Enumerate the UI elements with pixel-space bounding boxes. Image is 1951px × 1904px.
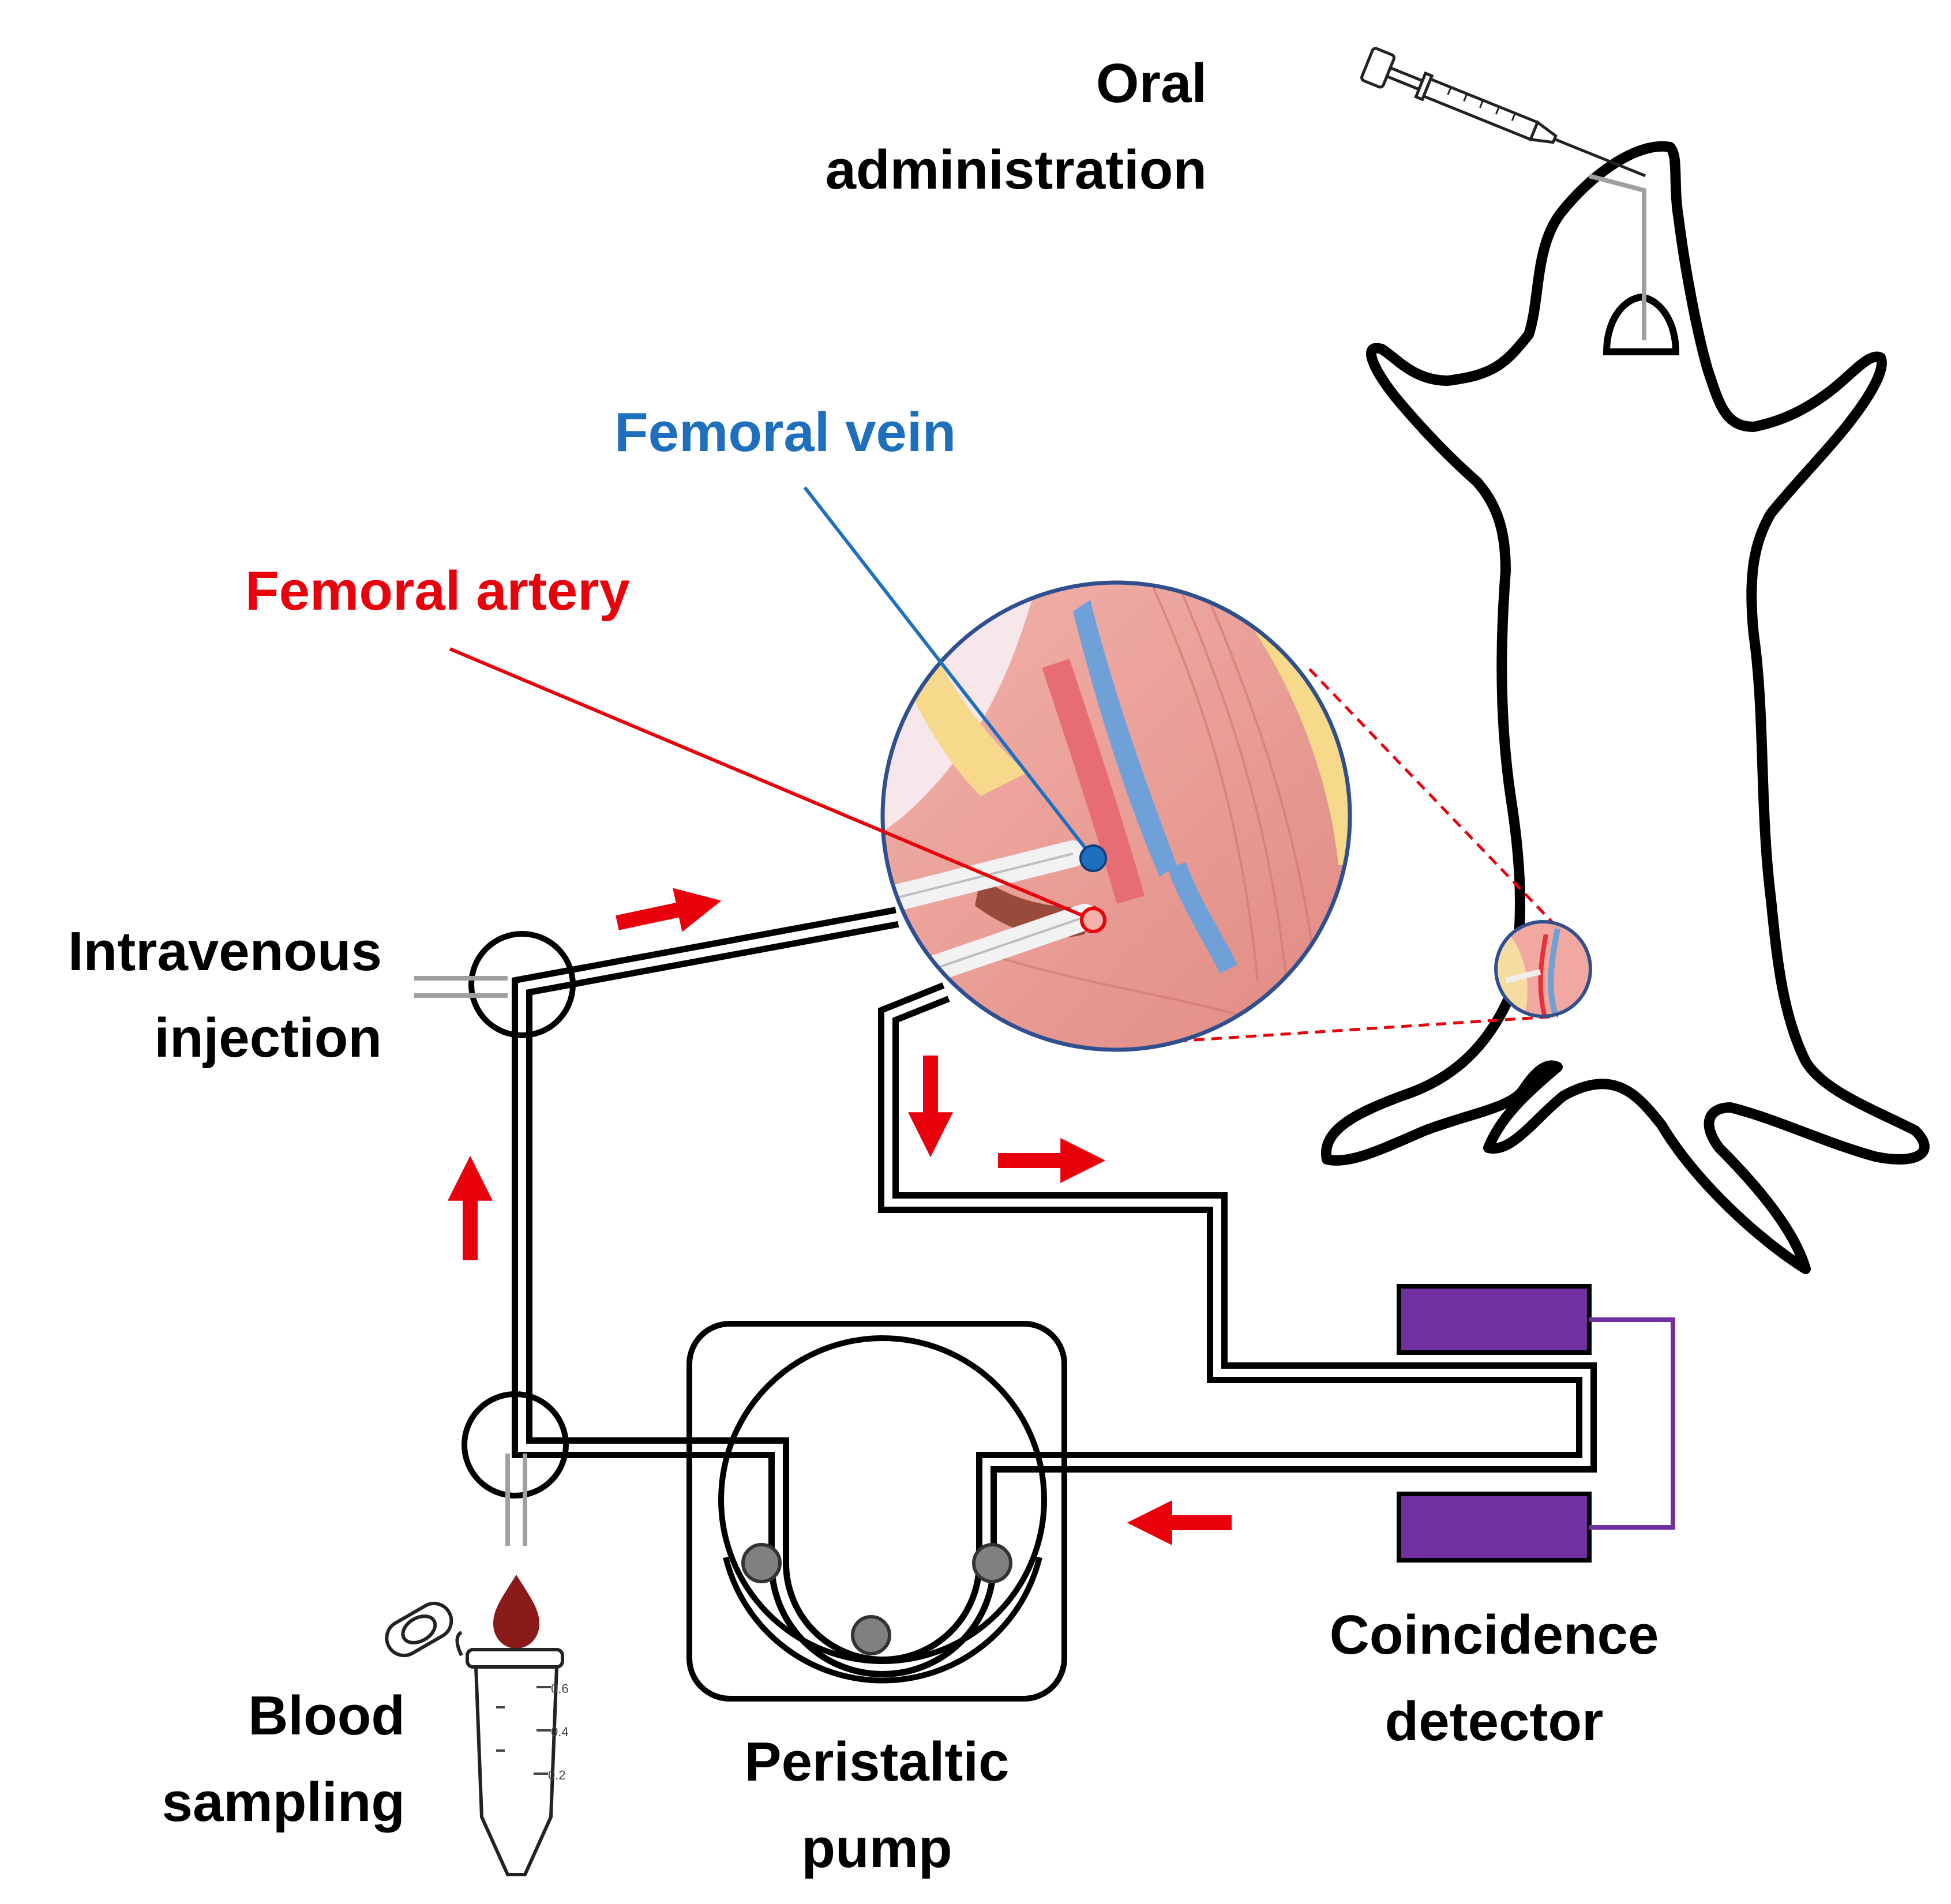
gavage-tube <box>1588 174 1646 340</box>
tube-graduations <box>496 1686 551 1775</box>
zoom-line-lower <box>1176 1015 1558 1043</box>
label-femoral-artery-text: Femoral artery <box>245 560 630 622</box>
label-oral-line2: administration <box>825 139 1207 201</box>
pump-roller-bottom <box>851 1615 891 1655</box>
detector-link <box>1589 1317 1675 1530</box>
label-femoral-vein-text: Femoral vein <box>614 401 956 463</box>
label-femoral-vein: Femoral vein <box>614 389 956 476</box>
vein-pointer <box>803 486 1095 859</box>
microcentrifuge-tube-icon <box>385 1602 564 1876</box>
label-iv-line2: injection <box>154 1007 382 1069</box>
rat-mouth <box>1603 293 1680 355</box>
iv-port <box>414 976 508 998</box>
label-detector-line2: detector <box>1385 1691 1604 1752</box>
label-blood-line2: sampling <box>162 1771 405 1833</box>
label-oral-administration: Oral administration <box>826 40 1207 213</box>
iv-junction <box>468 931 576 1038</box>
peristaltic-pump <box>686 1321 1067 1702</box>
tube-mark-4: 0.4 <box>551 1725 569 1739</box>
flow-arrows <box>448 888 1232 1545</box>
label-oral-line1: Oral <box>1095 52 1207 114</box>
femoral-zoom-view <box>880 580 1352 1052</box>
flow-arrow-to-vein <box>616 888 722 932</box>
tube-mark-2: 0.2 <box>548 1768 566 1782</box>
artery-pointer <box>449 647 1094 922</box>
label-coincidence-detector: Coincidence detector <box>1304 1592 1684 1765</box>
label-femoral-artery: Femoral artery <box>245 548 630 634</box>
detector-lower <box>1397 1492 1592 1563</box>
label-pump-line1: Peristaltic <box>744 1731 1010 1793</box>
sampling-port <box>505 1454 527 1546</box>
tube-mark-6: 0.6 <box>551 1681 569 1696</box>
vein-dot <box>1079 844 1107 872</box>
syringe-icon <box>1360 47 1646 178</box>
rat-silhouette <box>1320 141 1930 1274</box>
label-peristaltic-pump: Peristaltic pump <box>704 1719 1050 1892</box>
zoom-line-upper <box>1308 668 1553 923</box>
sampling-junction <box>462 1391 569 1499</box>
label-iv-line1: Intravenous <box>67 921 382 982</box>
detector-upper <box>1397 1284 1592 1355</box>
label-blood-line1: Blood <box>248 1685 405 1747</box>
label-detector-line1: Coincidence <box>1329 1604 1659 1666</box>
blood-drop-icon <box>493 1575 539 1648</box>
coincidence-detector <box>1397 1284 1675 1563</box>
pump-roller-left <box>741 1543 782 1583</box>
pump-roller-right <box>972 1543 1012 1583</box>
label-intravenous-injection: Intravenous injection <box>68 908 382 1081</box>
artery-dot <box>1080 907 1106 933</box>
label-pump-line2: pump <box>801 1817 952 1879</box>
label-blood-sampling: Blood sampling <box>162 1673 405 1846</box>
